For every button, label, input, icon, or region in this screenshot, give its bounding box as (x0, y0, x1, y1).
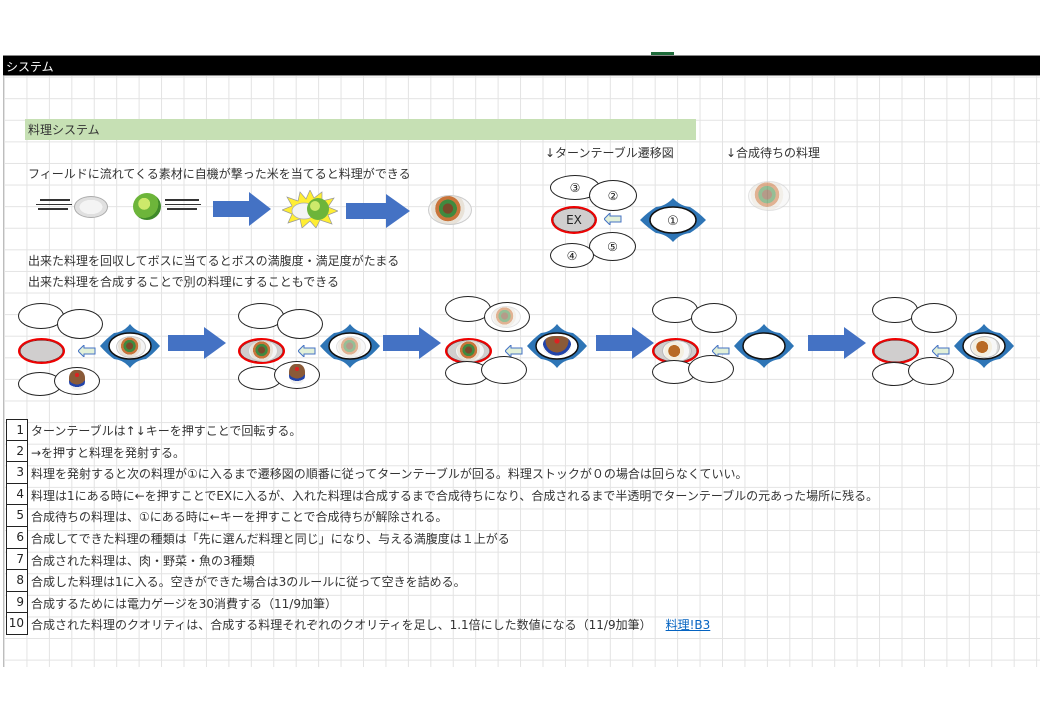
rule-text: 合成するためには電力ゲージを30消費する（11/9加筆） (31, 595, 337, 612)
rule-number: 4 (6, 483, 28, 506)
rule-text-content: 合成した料理は1に入る。空きができた場合は3のルールに従って空きを詰める。 (31, 575, 466, 590)
process-arrow-icon (213, 192, 271, 226)
slot-5: ⑤ (589, 232, 636, 261)
slot-2 (691, 303, 737, 333)
slot-3 (652, 297, 698, 323)
rule-text: 料理は1にある時に←を押すことでEXに入るが、入れた料理は合成するまで合成待ちに… (31, 487, 878, 504)
slot-2 (277, 309, 323, 339)
rule-number: 6 (6, 526, 28, 549)
slot-2-label: ② (607, 188, 619, 203)
rule-number: 7 (6, 548, 28, 571)
sequence-arrow-icon (808, 327, 866, 359)
cell-reference-link[interactable]: 料理!B3 (665, 618, 711, 633)
stirfry-dish-icon (491, 306, 521, 328)
turntable-diagram-label: ↓ターンテーブル遷移図 (545, 146, 674, 160)
sheet-title-bar: システム (3, 55, 1040, 76)
rule-text-content: 合成してできた料理の種類は「先に選んだ料理と同じ」になり、与える満腹度は１上がる (31, 531, 510, 546)
slot-2 (911, 303, 957, 333)
slot-3 (238, 303, 284, 329)
rule-text-content: ターンテーブルは↑↓キーを押すことで回転する。 (31, 424, 302, 438)
rule-text-content: 料理は1にある時に←を押すことでEXに入るが、入れた料理は合成するまで合成待ちに… (31, 488, 879, 503)
rule-number: 9 (6, 591, 28, 614)
rice-shot-icon (74, 196, 108, 218)
slot-2 (57, 309, 103, 339)
stirfry-dish-icon (248, 340, 278, 362)
sequence-arrow-icon (383, 327, 441, 359)
waiting-dish-icon (748, 181, 790, 211)
section-header: 料理システム (25, 119, 696, 140)
turntable-slot-1 (734, 324, 794, 368)
rule-number: 5 (6, 505, 28, 527)
rule-number: 1 (6, 419, 28, 441)
stirfry-dish-icon (336, 336, 366, 358)
donburi-dish-icon (543, 336, 571, 356)
slot-5 (481, 356, 527, 384)
rule-number: 10 (6, 613, 28, 635)
rule-text-content: →を押すと料理を発射する。 (31, 445, 186, 460)
curry-dish-icon (662, 340, 692, 362)
rule-number: 3 (6, 462, 28, 484)
slot-3-label: ③ (569, 180, 581, 195)
rule-text-content: 合成するためには電力ゲージを30消費する（11/9加筆） (31, 596, 337, 611)
stir-fry-dish-icon (428, 195, 472, 225)
intro-line-1: フィールドに流れてくる素材に自機が撃った米を当てると料理ができる (28, 167, 411, 181)
slot-ex (18, 338, 65, 364)
process-arrow-icon (346, 194, 410, 228)
slot-1-label: ① (667, 214, 679, 229)
rule-text-content: 合成待ちの料理は、①にある時に←キーを押すことで合成待ちが解除される。 (31, 510, 448, 525)
rule-number: 8 (6, 570, 28, 592)
rule-text-content: 料理を発射すると次の料理が①に入るまで遷移図の順番に従ってターンテーブルが回る。… (31, 467, 748, 482)
rule-text: 合成した料理は1に入る。空きができた場合は3のルールに従って空きを詰める。 (31, 573, 466, 590)
left-arrow-icon (298, 345, 316, 357)
rule-text-content: 合成された料理のクオリティは、合成する料理それぞれのクオリティを足し、1.1倍に… (31, 618, 652, 633)
slot-2: ② (589, 180, 637, 211)
left-arrow-icon (78, 345, 96, 357)
intro-line-2: 出来た料理を回収してボスに当てるとボスの満腹度・満足度がたまる (28, 254, 400, 268)
waiting-dish-label: ↓合成待ちの料理 (726, 146, 821, 160)
curry-dish-icon (970, 336, 1000, 358)
rule-text: ターンテーブルは↑↓キーを押すことで回転する。 (31, 422, 301, 439)
left-arrow-icon (604, 213, 622, 225)
donburi-dish-icon (69, 370, 85, 390)
slot-3 (872, 297, 918, 323)
slot-4: ④ (550, 243, 594, 268)
active-column-indicator (651, 52, 674, 55)
slot-ex-label: EX (566, 213, 582, 227)
slot-4-label: ④ (566, 248, 578, 263)
speed-lines-icon (165, 196, 203, 213)
slot-5 (688, 355, 734, 383)
turntable-slot-1: ① (640, 198, 706, 242)
left-arrow-icon (932, 345, 950, 357)
sheet-title: システム (6, 60, 54, 74)
slot-5 (908, 357, 954, 385)
speed-lines-icon (36, 196, 74, 213)
rule-text: 合成待ちの料理は、①にある時に←キーを押すことで合成待ちが解除される。 (31, 508, 447, 525)
impact-burst-icon (282, 190, 338, 228)
rule-number: 2 (6, 440, 28, 463)
donburi-dish-icon (289, 364, 305, 384)
rule-text: 合成された料理のクオリティは、合成する料理それぞれのクオリティを足し、1.1倍に… (31, 616, 710, 633)
slot-5-label: ⑤ (607, 239, 618, 254)
section-title: 料理システム (28, 123, 100, 137)
stirfry-dish-icon (116, 336, 146, 358)
slot-ex: EX (551, 206, 597, 234)
sequence-arrow-icon (168, 327, 226, 359)
rule-text: →を押すと料理を発射する。 (31, 444, 185, 461)
sequence-arrow-icon (596, 327, 654, 359)
rule-text: 合成してできた料理の種類は「先に選んだ料理と同じ」になり、与える満腹度は１上がる (31, 530, 510, 547)
rule-text: 合成された料理は、肉・野菜・魚の3種類 (31, 552, 255, 569)
stirfry-dish-icon (455, 340, 485, 362)
rule-text-content: 合成された料理は、肉・野菜・魚の3種類 (31, 553, 255, 568)
intro-line-3: 出来た料理を合成することで別の料理にすることもできる (28, 275, 340, 289)
slot-ex (872, 338, 919, 364)
cabbage-icon (133, 193, 161, 220)
rule-text: 料理を発射すると次の料理が①に入るまで遷移図の順番に従ってターンテーブルが回る。… (31, 465, 747, 482)
